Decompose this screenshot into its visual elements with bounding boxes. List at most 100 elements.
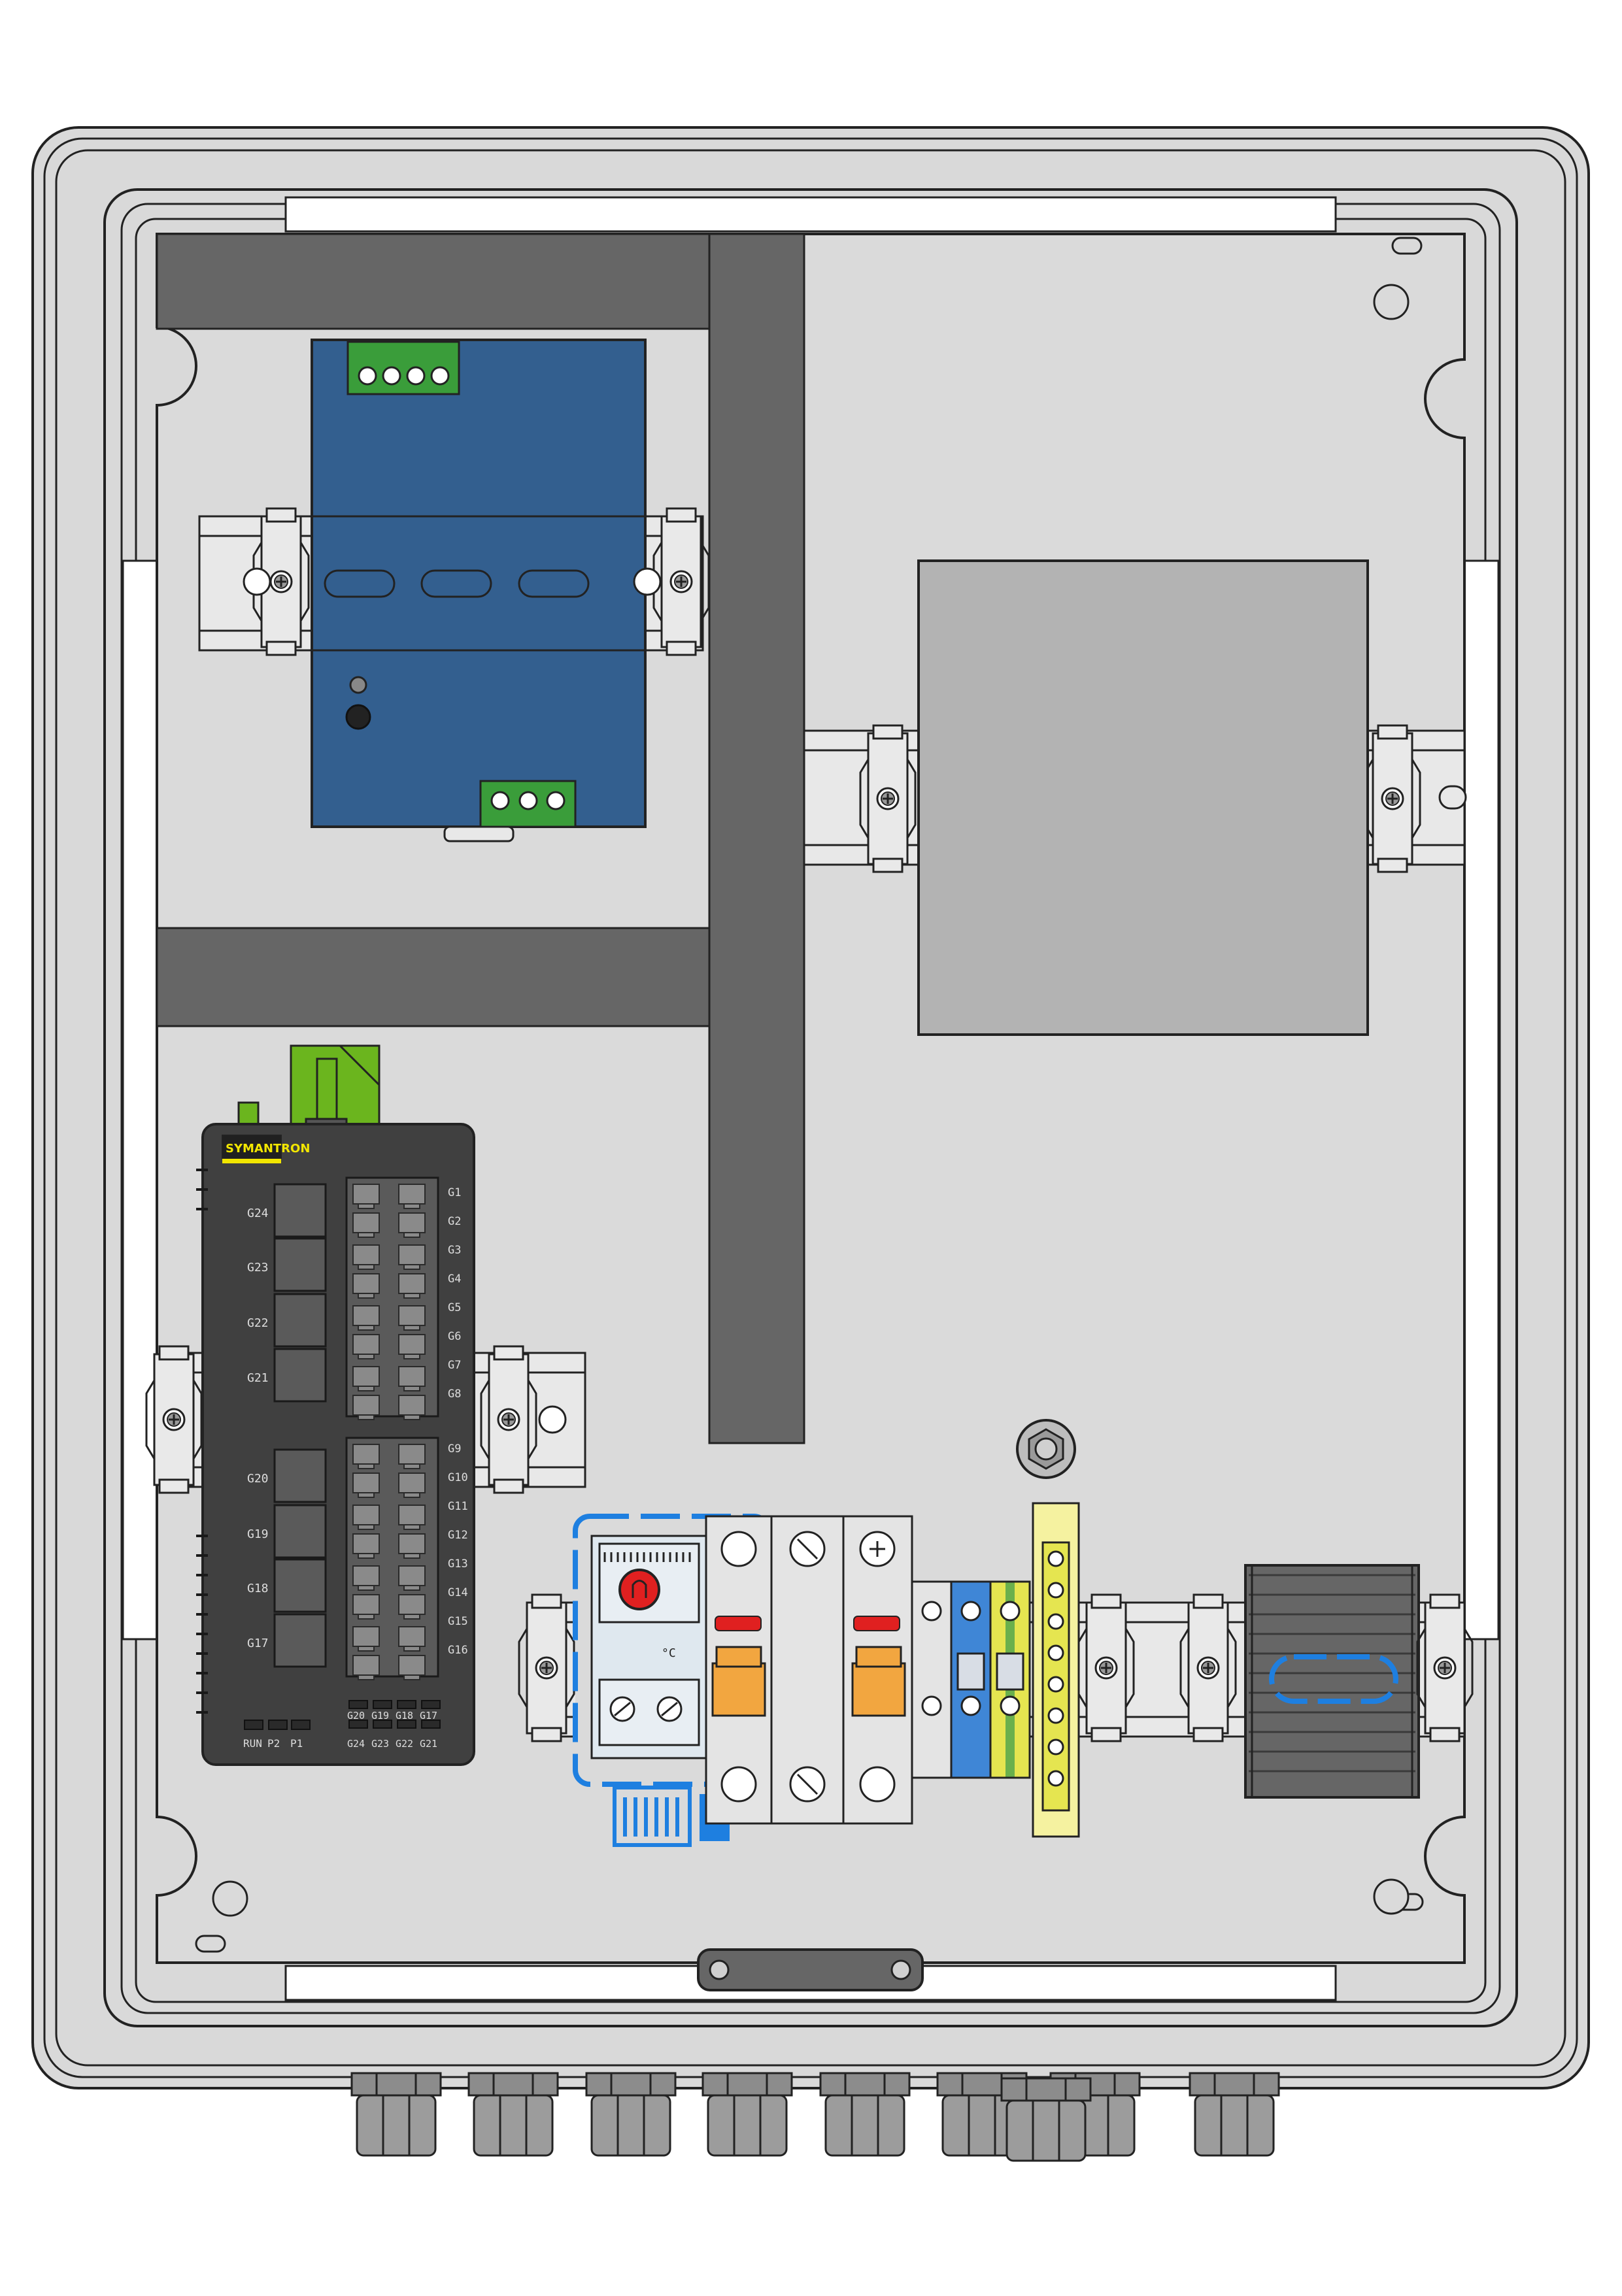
sfp-led-label: G20 bbox=[347, 1710, 365, 1722]
status-led bbox=[268, 1720, 288, 1730]
busbar-screw-icon bbox=[1047, 1582, 1064, 1599]
led-label: RUN bbox=[243, 1737, 262, 1750]
power-supply bbox=[311, 339, 647, 842]
sfp-port[interactable] bbox=[273, 1613, 327, 1668]
port-label-right: G1 bbox=[448, 1186, 461, 1199]
terminal-blocks bbox=[911, 1580, 1031, 1779]
busbar-screw-icon bbox=[1047, 1550, 1064, 1567]
sfp-ports bbox=[273, 1183, 327, 1668]
busbar-screw-icon bbox=[1047, 1770, 1064, 1787]
status-led bbox=[244, 1720, 263, 1730]
sfp-port[interactable] bbox=[273, 1448, 327, 1503]
busbar-screw-icon bbox=[1047, 1644, 1064, 1661]
sfp-port[interactable] bbox=[273, 1293, 327, 1348]
din-rail-top-front bbox=[312, 515, 645, 652]
voltage-pot bbox=[345, 704, 371, 730]
gasket-strips bbox=[122, 196, 1500, 2001]
port-label-right: G7 bbox=[448, 1359, 461, 1372]
sfp-port[interactable] bbox=[273, 1237, 327, 1292]
fan-icon bbox=[243, 567, 271, 596]
sfp-led bbox=[421, 1700, 441, 1709]
cable-duct bbox=[156, 233, 805, 1444]
sfp-led-label: G17 bbox=[420, 1710, 437, 1722]
port-label-right: G14 bbox=[448, 1586, 468, 1599]
heater bbox=[1244, 1564, 1420, 1799]
port-label-left: G21 bbox=[247, 1371, 269, 1385]
sfp-led bbox=[373, 1700, 392, 1709]
port-label-right: G15 bbox=[448, 1615, 468, 1628]
port-label-right: G2 bbox=[448, 1215, 461, 1228]
end-clamp-switch-right bbox=[480, 1345, 567, 1494]
led-label: P1 bbox=[290, 1737, 303, 1750]
sfp-port[interactable] bbox=[273, 1348, 327, 1403]
port-label-right: G16 bbox=[448, 1644, 468, 1657]
circuit-breaker-3 bbox=[842, 1515, 913, 1825]
sfp-led bbox=[397, 1720, 416, 1729]
thermostat-unit: °C bbox=[662, 1646, 676, 1660]
port-label-right: G6 bbox=[448, 1330, 461, 1343]
sfp-led-label: G21 bbox=[420, 1738, 437, 1750]
port-label-left: G18 bbox=[247, 1582, 269, 1595]
port-label-right: G13 bbox=[448, 1557, 468, 1571]
port-label-right: G10 bbox=[448, 1471, 468, 1484]
port-label-left: G19 bbox=[247, 1527, 269, 1541]
sfp-led-label: G22 bbox=[396, 1738, 413, 1750]
vent-slots bbox=[324, 569, 590, 598]
status-led bbox=[291, 1720, 311, 1730]
thermostat-dial-icon bbox=[618, 1569, 660, 1610]
thermostat-scale bbox=[603, 1552, 691, 1562]
port-label-right: G8 bbox=[448, 1388, 461, 1401]
end-clamp-bottom-1 bbox=[518, 1593, 575, 1742]
port-label-right: G12 bbox=[448, 1529, 468, 1542]
terminal-screws-bottom bbox=[490, 791, 566, 810]
power-led bbox=[349, 676, 367, 694]
end-clamp-right-2 bbox=[1364, 724, 1421, 873]
busbar-screw-icon bbox=[1047, 1613, 1064, 1630]
port-label-left: G20 bbox=[247, 1472, 269, 1486]
busbar-screw-icon bbox=[1047, 1676, 1064, 1693]
port-label-right: G3 bbox=[448, 1244, 461, 1257]
sfp-port[interactable] bbox=[273, 1504, 327, 1559]
door-lock bbox=[697, 1948, 924, 1991]
circuit-breaker-1 bbox=[705, 1515, 773, 1825]
sfp-led-label: G23 bbox=[371, 1738, 389, 1750]
circuit-breaker-2 bbox=[770, 1515, 845, 1825]
sfp-port[interactable] bbox=[273, 1558, 327, 1613]
ground-busbar bbox=[1032, 1502, 1080, 1838]
fan-icon bbox=[538, 1405, 567, 1434]
sfp-led-label: G24 bbox=[347, 1738, 365, 1750]
rj45-ports bbox=[345, 1176, 439, 1680]
end-clamp-right-1 bbox=[859, 724, 917, 873]
port-label-left: G17 bbox=[247, 1637, 269, 1650]
port-label-left: G23 bbox=[247, 1261, 269, 1274]
sfp-led-indicators bbox=[348, 1700, 441, 1729]
sfp-led-label: G18 bbox=[396, 1710, 413, 1722]
cooling-ribs-left bbox=[196, 1169, 208, 1714]
sfp-led-label: G19 bbox=[371, 1710, 389, 1722]
port-label-right: G5 bbox=[448, 1301, 461, 1314]
sfp-led bbox=[397, 1700, 416, 1709]
end-clamp-bottom-3 bbox=[1179, 1593, 1237, 1742]
port-label-right: G4 bbox=[448, 1273, 461, 1286]
sfp-led bbox=[348, 1720, 368, 1729]
thermostat-pins bbox=[623, 1797, 679, 1837]
sfp-led bbox=[421, 1720, 441, 1729]
ethernet-switch: SYMANTRONG24G23G22G21G20G19G18G17G1G2G3G… bbox=[196, 1123, 475, 1766]
end-clamp-switch-left bbox=[145, 1345, 203, 1494]
transformer bbox=[917, 559, 1369, 1036]
end-clamp-bottom-4 bbox=[1416, 1593, 1474, 1742]
busbar-screw-icon bbox=[1047, 1707, 1064, 1724]
port-label-left: G22 bbox=[247, 1316, 269, 1330]
switch-brand: SYMANTRON bbox=[226, 1142, 310, 1156]
port-label-left: G24 bbox=[247, 1206, 269, 1220]
led-indicators bbox=[244, 1720, 311, 1730]
ground-bolt bbox=[1016, 1419, 1076, 1479]
sfp-led bbox=[373, 1720, 392, 1729]
led-label: P2 bbox=[267, 1737, 280, 1750]
sfp-led bbox=[348, 1700, 368, 1709]
end-clamp-top-right bbox=[633, 507, 710, 656]
sfp-port[interactable] bbox=[273, 1183, 327, 1238]
busbar-screw-icon bbox=[1047, 1739, 1064, 1755]
